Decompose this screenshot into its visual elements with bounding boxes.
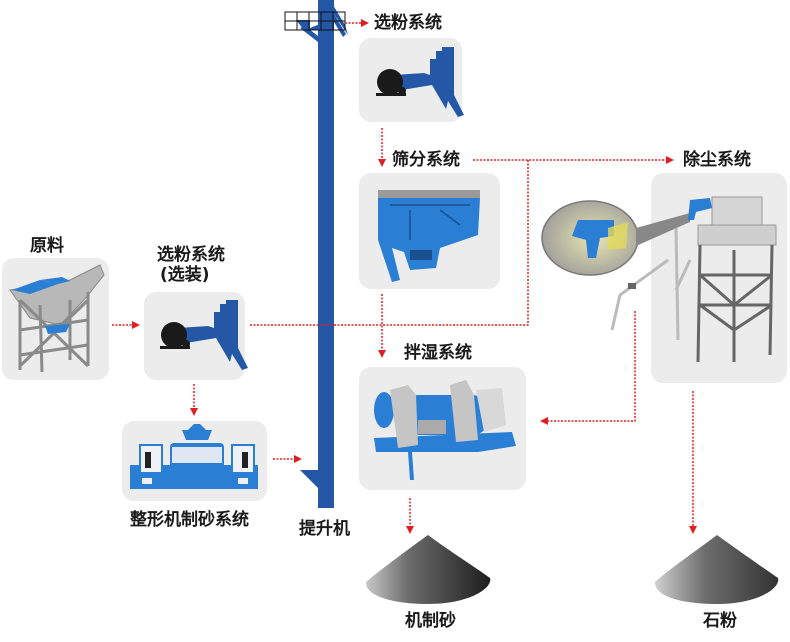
elevator-icon <box>284 0 348 508</box>
powder-select-label: 选粉系统 <box>374 13 442 33</box>
hopper-icon <box>9 264 105 373</box>
mixing-wet-label: 拌湿系统 <box>404 343 472 363</box>
mixer-icon <box>374 380 516 481</box>
sand-pile-icon <box>365 535 491 604</box>
dust-removal-label: 除尘系统 <box>683 150 751 170</box>
vsi-crusher-icon <box>130 424 258 489</box>
powder-select-machine-icon <box>376 47 464 117</box>
elevator-label: 提升机 <box>299 519 350 539</box>
output-sand-label: 机制砂 <box>405 611 456 631</box>
powder-select-optional-label: 选粉系统 <box>157 245 225 265</box>
raw-material-label: 原料 <box>30 236 64 256</box>
screening-label: 筛分系统 <box>392 150 460 170</box>
powder-select-optional-sublabel: (选装) <box>160 265 210 285</box>
output-powder-label: 石粉 <box>703 611 737 631</box>
shaping-sand-label: 整形机制砂系统 <box>130 510 249 530</box>
vibrating-screen-icon <box>378 190 480 282</box>
powder-pile-icon <box>654 535 779 604</box>
dust-collector-icon <box>541 196 777 363</box>
powder-select-optional-machine-icon <box>160 300 248 370</box>
flow-dust-to-mixing <box>540 311 636 425</box>
flow-optional-select-to-dust <box>250 160 529 326</box>
